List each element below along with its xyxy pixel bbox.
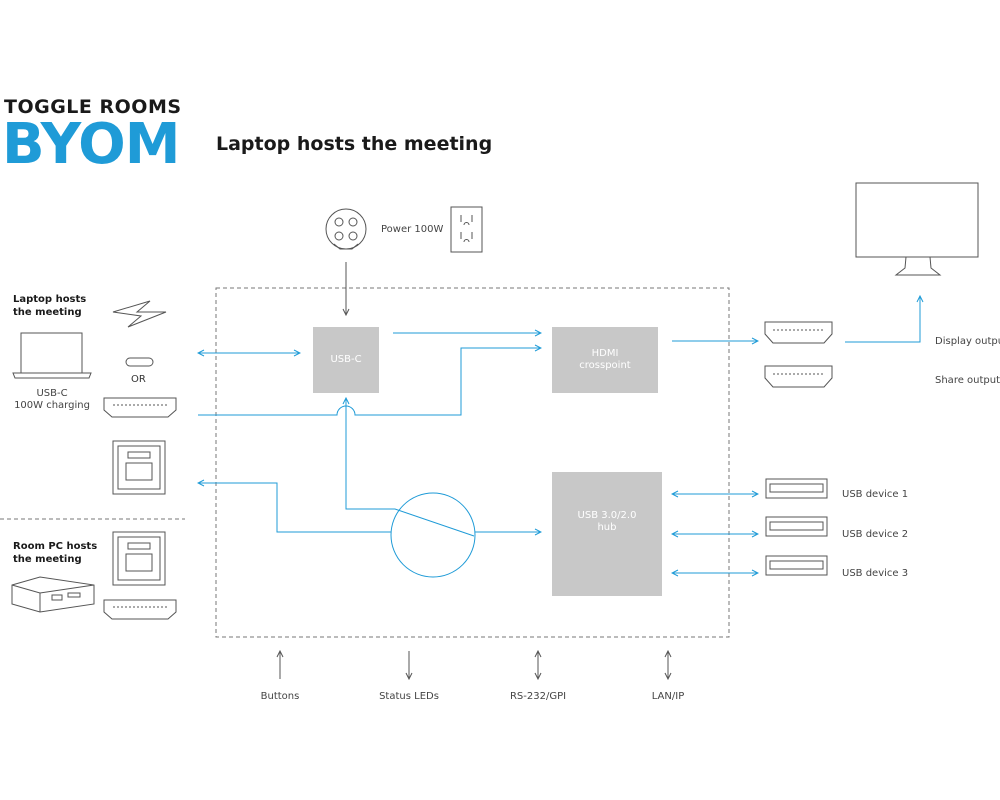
usbc-caption-line-2: 100W charging [14, 400, 90, 411]
usbc-caption-line-1: USB-C [36, 388, 68, 399]
usbc-block: USB-C [313, 327, 379, 393]
usb-b-port-icon [112, 440, 166, 495]
usb-device-1-label: USB device 1 [842, 489, 909, 500]
hub-block-label-1: USB 3.0/2.0 [577, 510, 637, 521]
status-leds-label: Status LEDs [379, 691, 439, 702]
output-to-monitor-arrow [845, 296, 920, 343]
room-pc-usb-b-port-icon [112, 531, 166, 586]
usbc-caption: USB-C 100W charging [12, 388, 92, 412]
lan-label: LAN/IP [651, 691, 685, 702]
device-enclosure [215, 287, 730, 638]
hub-block-label-2: hub [597, 522, 617, 533]
room-pc-hdmi-port-icon [103, 599, 177, 620]
usbc-port-icon [125, 357, 154, 367]
power-connector-icon [325, 208, 367, 250]
display-output-hdmi-icon [764, 321, 833, 344]
laptop-icon [12, 332, 92, 379]
brand-logo: BYOM [2, 112, 181, 177]
page-title: Laptop hosts the meeting [216, 133, 493, 155]
brand-line-1: TOGGLE ROOMS [4, 96, 182, 118]
rs232-label: RS-232/GPI [509, 691, 567, 702]
laptop-title: Laptop hosts the meeting [13, 293, 86, 319]
room-pc-title-line-1: Room PC hosts [13, 541, 98, 552]
hdmi-block-label-2: crosspoint [579, 360, 631, 371]
monitor-icon [855, 182, 979, 276]
usb-device-2-label: USB device 2 [842, 529, 909, 540]
usb-hub-block: USB 3.0/2.0 hub [552, 472, 662, 596]
usb-switch-icon [390, 492, 476, 578]
power-label: Power 100W [381, 224, 444, 235]
usb-device-1-port-icon [765, 478, 828, 499]
share-output-label: Share output [935, 375, 1000, 386]
lightning-icon [112, 300, 167, 328]
hdmi-block-label-1: HDMI [591, 348, 619, 359]
buttons-label: Buttons [260, 691, 300, 702]
room-pc-usb-path [209, 482, 391, 533]
hdmi-input-path [198, 348, 541, 416]
usb-device-3-label: USB device 3 [842, 568, 909, 579]
laptop-title-line-2: the meeting [13, 307, 82, 318]
room-pc-icon [11, 576, 95, 613]
usbc-to-switch-path [345, 398, 475, 537]
or-label: OR [131, 374, 146, 385]
laptop-title-line-1: Laptop hosts [13, 294, 87, 305]
room-pc-title-line-2: the meeting [13, 554, 82, 565]
display-output-label: Display output [935, 336, 1000, 347]
hdmi-crosspoint-block: HDMI crosspoint [552, 327, 658, 393]
usbc-block-label: USB-C [330, 354, 362, 365]
usb-device-2-port-icon [765, 516, 828, 537]
room-pc-title: Room PC hosts the meeting [13, 540, 97, 566]
share-output-hdmi-icon [764, 365, 833, 388]
usb-device-3-port-icon [765, 555, 828, 576]
wall-outlet-icon [450, 206, 483, 253]
hdmi-port-icon [103, 397, 177, 418]
